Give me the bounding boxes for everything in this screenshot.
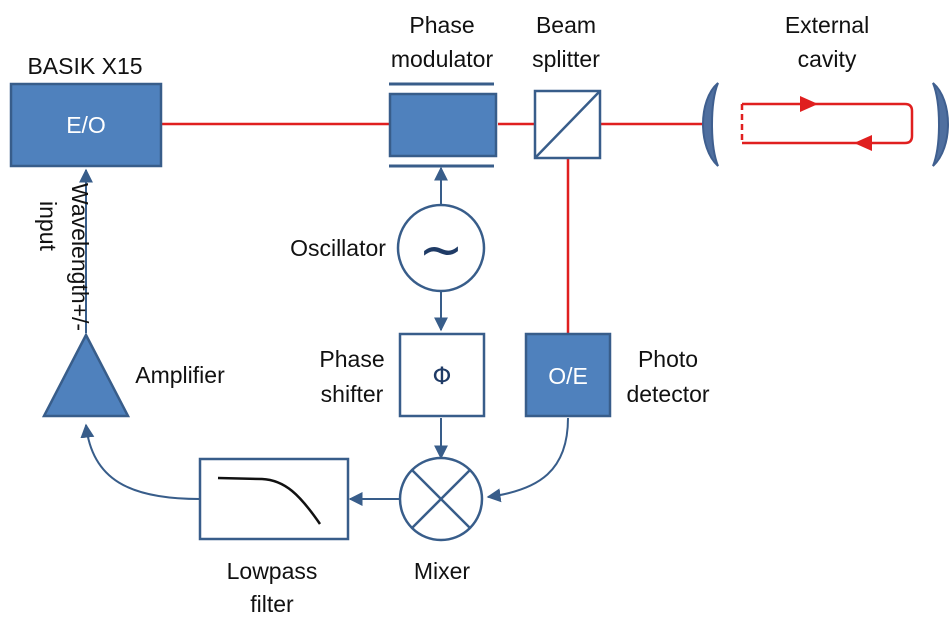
mixer-cross-b — [411, 469, 471, 529]
lowpass-filter-box — [198, 457, 350, 541]
photo-detector-label-line2: detector — [626, 381, 709, 407]
phase-shifter-box — [398, 332, 486, 418]
mixer-label: Mixer — [414, 558, 471, 584]
beam-splitter-diagonal — [534, 90, 601, 159]
phase-shifter-label-line2: shifter — [321, 381, 384, 407]
beam-splitter-label-line2: splitter — [532, 46, 600, 72]
eo-box-label: E/O — [66, 112, 106, 138]
cavity-arrow-left — [854, 135, 872, 151]
modulator-crystal — [388, 92, 498, 158]
cavity-right-mirror — [932, 82, 949, 167]
wavelength-input-line2: input — [35, 201, 61, 251]
arrow-filter-to-amplifier — [80, 423, 201, 500]
wavelength-input-label: Wavelength+/- input — [35, 183, 93, 331]
modulator-label-line2: modulator — [391, 46, 494, 72]
cavity-left-mirror — [702, 82, 719, 167]
amplifier-triangle — [41, 332, 131, 418]
phase-shifter: Φ Phase shifter — [319, 332, 486, 418]
eo-box — [9, 82, 163, 168]
modulator-label-line1: Phase — [409, 12, 474, 38]
phase-modulator: Phase modulator — [388, 12, 498, 168]
external-cavity: External cavity — [702, 12, 949, 167]
photo-detector-box — [524, 332, 612, 418]
lowpass-response-curve — [217, 476, 322, 525]
cavity-arrow-right — [800, 96, 818, 112]
cavity-label-line1: External — [785, 12, 869, 38]
beam-splitter: Beam splitter — [532, 12, 602, 160]
oscillator: ~ Oscillator — [290, 203, 486, 293]
cavity-label-line2: cavity — [798, 46, 857, 72]
photo-detector-label-line1: Photo — [638, 346, 698, 372]
oscillator-circle — [396, 203, 486, 293]
mixer: Mixer — [398, 456, 484, 584]
phase-shifter-phi-icon: Φ — [433, 362, 452, 390]
cavity-beam-loop — [740, 102, 914, 145]
photo-detector: O/E Photo detector — [524, 332, 710, 418]
laser-name-label: BASIK X15 — [27, 53, 142, 79]
amplifier-label: Amplifier — [135, 362, 225, 388]
lowpass-label-line1: Lowpass — [227, 558, 318, 584]
arrow-detector-to-mixer — [486, 417, 569, 503]
oscillator-label: Oscillator — [290, 235, 386, 261]
lowpass-filter: Lowpass filter — [198, 457, 350, 617]
photo-detector-box-label: O/E — [548, 363, 588, 389]
eo-laser-source: E/O BASIK X15 — [9, 53, 163, 168]
beam-splitter-label-line1: Beam — [536, 12, 596, 38]
oscillator-wave-icon: ~ — [418, 218, 463, 281]
phase-shifter-label-line1: Phase — [319, 346, 384, 372]
signal-paths — [79, 166, 569, 506]
lowpass-label-line2: filter — [250, 591, 294, 617]
wavelength-input-line1: Wavelength+/- — [67, 183, 93, 331]
amplifier: Amplifier — [41, 332, 225, 418]
